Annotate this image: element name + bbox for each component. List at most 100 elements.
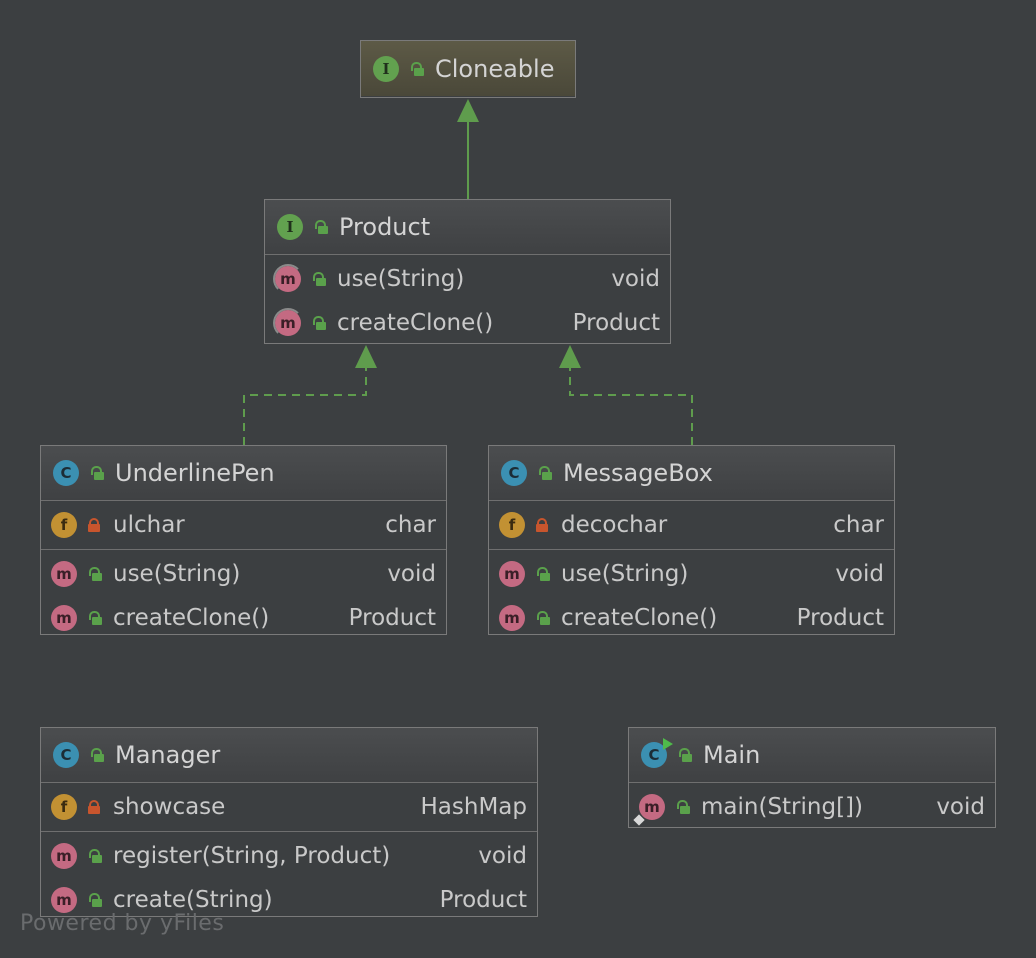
field-name: decochar [561,512,668,538]
unlocked-icon [671,796,693,818]
cloneable-header[interactable]: I Cloneable [361,41,575,96]
arrowhead-product-left [355,345,377,368]
unlocked-icon [83,845,105,867]
method-row[interactable]: m use(String) void [489,552,894,596]
method-icon: m [51,843,77,869]
method-name: main(String[]) [701,794,863,820]
method-type: void [478,843,527,869]
cloneable-node[interactable]: I Cloneable [360,40,576,98]
node-title: Manager [115,741,221,769]
methods-section: m use(String) void m createClone() Produ… [41,549,446,642]
methods-section: m main(String[]) void [629,782,995,831]
field-icon: f [499,512,525,538]
class-icon: C [53,460,79,486]
main-node[interactable]: C Main m main(String[]) void [628,727,996,828]
method-name: use(String) [561,561,689,587]
field-row[interactable]: f decochar char [489,503,894,547]
interface-icon: I [277,214,303,240]
unlocked-icon [85,744,107,766]
method-row[interactable]: m createClone() Product [265,301,670,345]
unlocked-icon [531,607,553,629]
method-type: Product [439,887,527,913]
method-name: create(String) [113,887,273,913]
unlocked-icon [673,744,695,766]
main-header[interactable]: C Main [629,728,995,782]
method-icon: m [499,605,525,631]
method-type: Product [572,310,660,336]
node-title: Main [703,741,761,769]
method-type: void [387,561,436,587]
unlocked-icon [531,563,553,585]
field-name: ulchar [113,512,185,538]
product-header[interactable]: I Product [265,200,670,254]
class-icon: C [501,460,527,486]
method-row[interactable]: m use(String) void [265,257,670,301]
edge-underlinepen-implements-product [243,368,367,445]
methods-section: m register(String, Product) void m creat… [41,831,537,924]
field-type: HashMap [420,794,528,820]
locked-icon [83,796,105,818]
node-title: Cloneable [435,54,555,83]
method-type: void [835,561,884,587]
method-type: Product [348,605,436,631]
fields-section: f decochar char [489,500,894,549]
arrowhead-product-right [559,345,581,368]
method-name: register(String, Product) [113,843,391,869]
class-icon: C [641,738,673,768]
unlocked-icon [83,889,105,911]
unlocked-icon [83,607,105,629]
unlocked-icon [307,268,329,290]
abstract-method-icon: m [273,264,303,294]
unlocked-icon [85,462,107,484]
method-name: use(String) [113,561,241,587]
method-name: createClone() [113,605,270,631]
method-row[interactable]: m register(String, Product) void [41,834,537,878]
node-title: Product [339,213,431,241]
node-title: MessageBox [563,459,713,487]
interface-icon: I [373,55,399,82]
fields-section: f ulchar char [41,500,446,549]
fields-section: f showcase HashMap [41,782,537,831]
method-row[interactable]: m create(String) Product [41,878,537,922]
unlocked-icon [533,462,555,484]
method-icon: m [51,887,77,913]
field-type: char [833,512,884,538]
unlocked-icon [309,216,331,238]
field-row[interactable]: f showcase HashMap [41,785,537,829]
method-type: void [936,794,985,820]
locked-icon [531,514,553,536]
underlinepen-node[interactable]: C UnderlinePen f ulchar char m use(Strin… [40,445,447,635]
unlocked-icon [307,312,329,334]
locked-icon [83,514,105,536]
method-icon: m [51,605,77,631]
method-name: createClone() [561,605,718,631]
watermark: Powered by yFiles [20,911,225,936]
method-row[interactable]: m createClone() Product [489,596,894,640]
field-name: showcase [113,794,226,820]
method-type: Product [796,605,884,631]
abstract-method-icon: m [273,308,303,338]
manager-node[interactable]: C Manager f showcase HashMap m register(… [40,727,538,917]
static-method-icon: m [633,794,665,826]
method-name: createClone() [337,310,494,336]
method-row[interactable]: m main(String[]) void [629,785,995,829]
method-row[interactable]: m createClone() Product [41,596,446,640]
underlinepen-header[interactable]: C UnderlinePen [41,446,446,500]
manager-header[interactable]: C Manager [41,728,537,782]
messagebox-node[interactable]: C MessageBox f decochar char m use(Strin… [488,445,895,635]
methods-section: m use(String) void m createClone() Produ… [265,254,670,347]
edge-messagebox-implements-product [569,368,693,445]
static-marker-icon [633,814,645,826]
class-icon: C [53,742,79,768]
methods-section: m use(String) void m createClone() Produ… [489,549,894,642]
unlocked-icon [405,58,427,80]
field-row[interactable]: f ulchar char [41,503,446,547]
method-type: void [611,266,660,292]
method-row[interactable]: m use(String) void [41,552,446,596]
messagebox-header[interactable]: C MessageBox [489,446,894,500]
method-letter: m [644,798,660,816]
product-node[interactable]: I Product m use(String) void m createClo… [264,199,671,344]
method-name: use(String) [337,266,465,292]
class-letter: C [648,746,660,764]
